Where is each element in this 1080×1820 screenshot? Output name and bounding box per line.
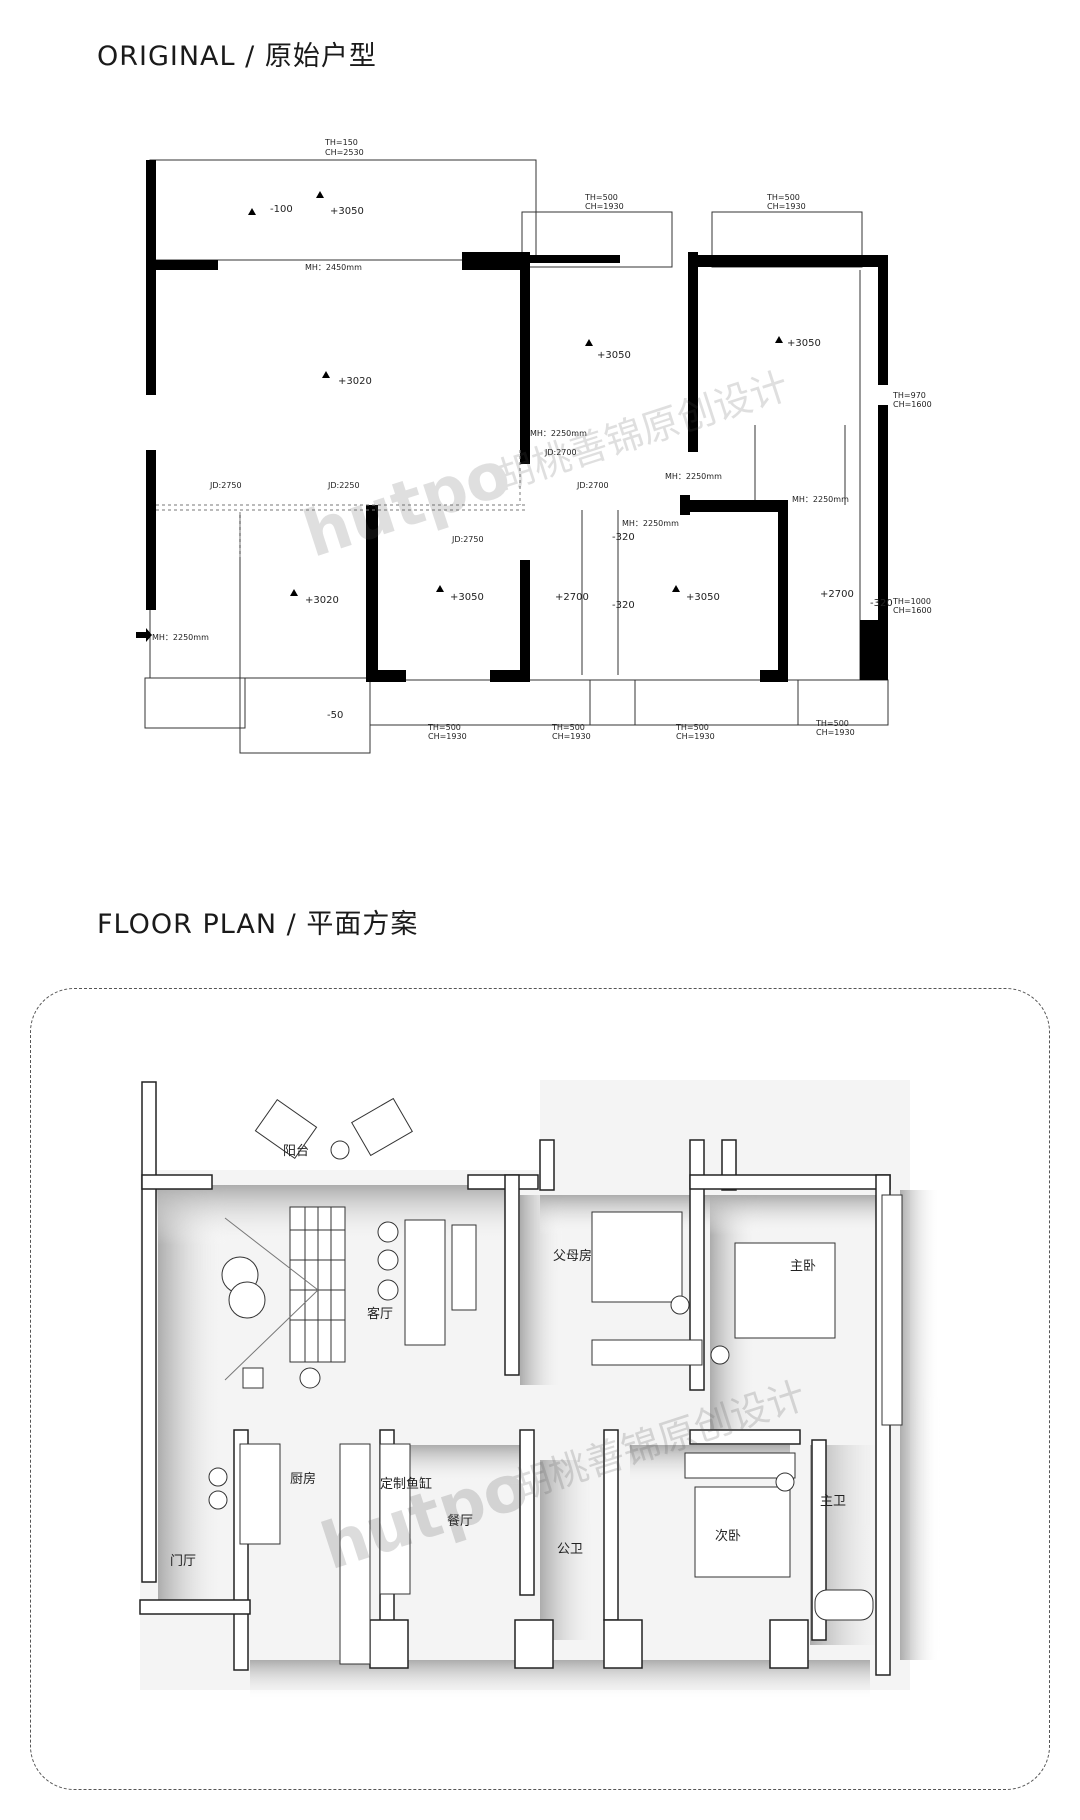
floorplan-design: 阳台 客厅 父母房 主卧 厨房 定制鱼缸 餐厅 公卫 次卧 主卫 门厅 hutp… bbox=[139, 1080, 940, 1700]
balcony-chair-2 bbox=[351, 1097, 413, 1157]
svg-text:CH=1930: CH=1930 bbox=[585, 202, 624, 211]
kitchen-island bbox=[239, 1443, 281, 1545]
svg-text:JD:2700: JD:2700 bbox=[544, 448, 577, 457]
wardrobe-parents bbox=[591, 1339, 703, 1366]
kitchen-counter bbox=[339, 1443, 371, 1665]
svg-text:+2700: +2700 bbox=[820, 589, 854, 600]
svg-text:-320: -320 bbox=[612, 532, 635, 543]
walls bbox=[146, 160, 888, 682]
level-markers bbox=[248, 191, 783, 596]
svg-text:JD:2750: JD:2750 bbox=[209, 481, 242, 490]
label-master-bath: 主卫 bbox=[820, 1494, 846, 1509]
svg-text:+3050: +3050 bbox=[686, 592, 720, 603]
svg-text:MH：2250mm: MH：2250mm bbox=[530, 429, 587, 438]
balcony-chair-1 bbox=[254, 1098, 318, 1160]
svg-text:TH=150: TH=150 bbox=[324, 138, 358, 147]
bathtub bbox=[814, 1589, 874, 1621]
label-fish-tank: 定制鱼缸 bbox=[380, 1476, 432, 1492]
svg-text:-100: -100 bbox=[270, 204, 293, 215]
svg-text:-320: -320 bbox=[612, 600, 635, 611]
svg-text:MH：2250mm: MH：2250mm bbox=[665, 472, 722, 481]
section-title-plan: FLOOR PLAN / 平面方案 bbox=[97, 909, 419, 940]
svg-text:+2700: +2700 bbox=[555, 592, 589, 603]
section-title-original: ORIGINAL / 原始户型 bbox=[97, 41, 377, 72]
coffee-table bbox=[404, 1219, 446, 1346]
svg-text:MH：2250mm: MH：2250mm bbox=[622, 519, 679, 528]
furniture bbox=[208, 1097, 903, 1665]
svg-text:+3020: +3020 bbox=[305, 595, 339, 606]
label-kitchen: 厨房 bbox=[290, 1471, 316, 1487]
svg-text:TH=500: TH=500 bbox=[675, 723, 709, 732]
label-master-bed: 主卧 bbox=[790, 1259, 816, 1274]
svg-text:-50: -50 bbox=[327, 710, 343, 721]
original-floorplan: TH=150 CH=2530 TH=500 CH=1930 TH=500 CH=… bbox=[136, 138, 932, 754]
svg-text:JD:2250: JD:2250 bbox=[327, 481, 360, 490]
wardrobe-master bbox=[881, 1194, 903, 1426]
svg-text:CH=1930: CH=1930 bbox=[767, 202, 806, 211]
svg-text:JD:2700: JD:2700 bbox=[576, 481, 609, 490]
svg-text:CH=2530: CH=2530 bbox=[325, 148, 364, 157]
svg-text:+3050: +3050 bbox=[597, 350, 631, 361]
svg-text:JD:2750: JD:2750 bbox=[451, 535, 484, 544]
svg-text:CH=1600: CH=1600 bbox=[893, 606, 932, 615]
svg-text:CH=1930: CH=1930 bbox=[676, 732, 715, 741]
svg-text:TH=500: TH=500 bbox=[815, 719, 849, 728]
entry-arrow-icon bbox=[136, 628, 152, 642]
wardrobe-second bbox=[684, 1452, 796, 1479]
svg-text:+3020: +3020 bbox=[338, 376, 372, 387]
svg-text:TH=970: TH=970 bbox=[892, 391, 926, 400]
svg-text:+3050: +3050 bbox=[787, 338, 821, 349]
svg-text:TH=500: TH=500 bbox=[584, 193, 618, 202]
svg-text:MH：2450mm: MH：2450mm bbox=[305, 263, 362, 272]
floorplan-frame bbox=[30, 988, 1050, 1790]
balcony-table bbox=[330, 1140, 350, 1160]
label-foyer: 门厅 bbox=[170, 1554, 196, 1569]
svg-text:CH=1930: CH=1930 bbox=[552, 732, 591, 741]
label-dining: 餐厅 bbox=[447, 1513, 473, 1529]
svg-text:+3050: +3050 bbox=[450, 592, 484, 603]
label-public-bath: 公卫 bbox=[557, 1542, 583, 1557]
svg-text:TH=500: TH=500 bbox=[551, 723, 585, 732]
fish-tank bbox=[379, 1443, 411, 1595]
svg-text:TH=1000: TH=1000 bbox=[892, 597, 931, 606]
svg-text:TH=500: TH=500 bbox=[766, 193, 800, 202]
svg-text:MH：2250mm: MH：2250mm bbox=[152, 633, 209, 642]
svg-text:TH=500: TH=500 bbox=[427, 723, 461, 732]
label-parents-room: 父母房 bbox=[553, 1248, 592, 1264]
svg-text:CH=1930: CH=1930 bbox=[428, 732, 467, 741]
label-living: 客厅 bbox=[367, 1306, 393, 1322]
svg-text:hutpo: hutpo bbox=[295, 437, 519, 573]
svg-text:CH=1930: CH=1930 bbox=[816, 728, 855, 737]
label-balcony: 阳台 bbox=[283, 1144, 309, 1159]
svg-text:MH：2250mm: MH：2250mm bbox=[792, 495, 849, 504]
svg-text:CH=1600: CH=1600 bbox=[893, 400, 932, 409]
hatched-openings bbox=[156, 450, 525, 560]
label-second-bed: 次卧 bbox=[715, 1528, 741, 1544]
bed-master bbox=[734, 1242, 836, 1339]
svg-text:-320: -320 bbox=[870, 598, 893, 609]
bed-parents bbox=[591, 1211, 683, 1303]
svg-text:+3050: +3050 bbox=[330, 206, 364, 217]
bed-second bbox=[694, 1486, 791, 1578]
